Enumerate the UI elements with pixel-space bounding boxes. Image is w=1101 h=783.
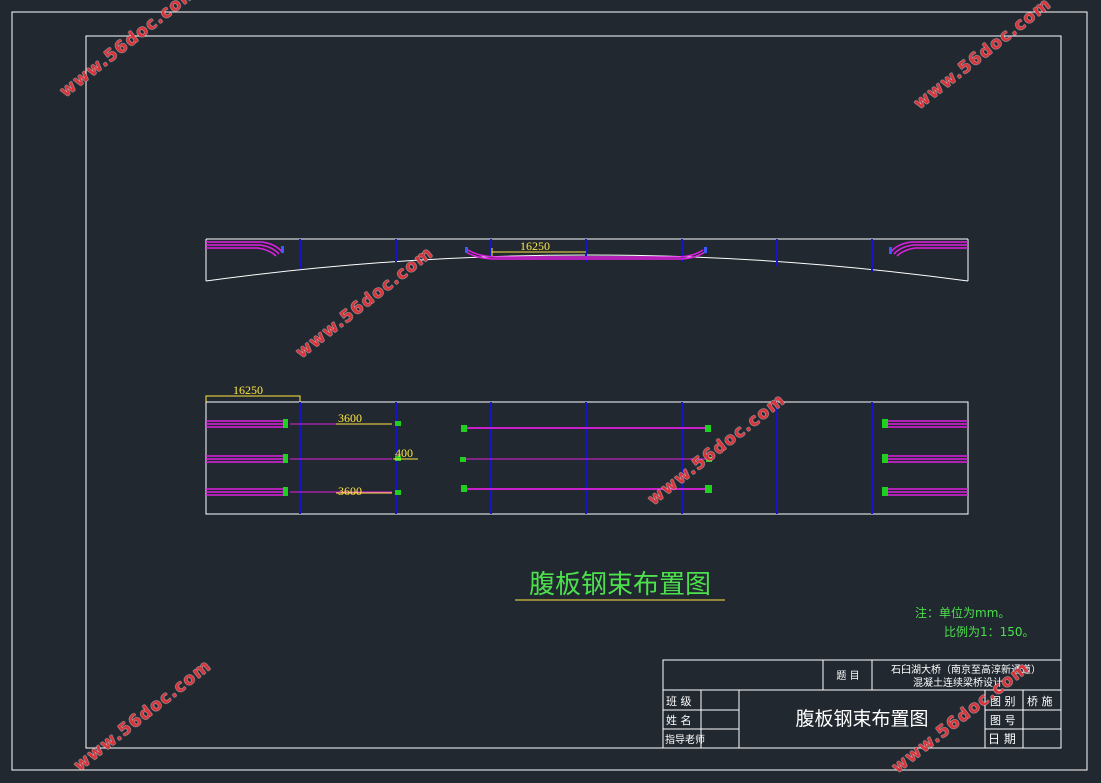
plan-dim-top: 16250: [233, 383, 263, 397]
plan-dim-a: 3600: [338, 411, 362, 425]
topic-line-2: 混凝土连续梁桥设计: [913, 676, 1003, 689]
inner-frame: [85, 35, 1062, 749]
category-value: 桥 施: [1027, 695, 1053, 708]
outer-frame: [11, 11, 1088, 771]
topic-label: 题 目: [836, 670, 859, 682]
date-label: 日 期: [988, 732, 1016, 746]
class-label: 班 级: [666, 695, 692, 708]
plan-dim-c: 3600: [338, 484, 362, 498]
note-line-2: 比例为1：150。: [944, 625, 1035, 639]
category-label: 图 别: [990, 695, 1016, 708]
elevation-view: 16250: [205, 238, 969, 282]
advisor-label: 指导老师: [665, 733, 705, 746]
number-label: 图 号: [990, 714, 1016, 727]
plan-view: 16250: [205, 383, 969, 515]
note-line-1: 注：单位为mm。: [915, 605, 1010, 620]
title-block: [662, 659, 1062, 749]
drawing-title: 腹板钢束布置图: [795, 708, 928, 730]
name-label: 姓 名: [666, 713, 692, 727]
main-title: 腹板钢束布置图: [529, 570, 711, 600]
topic-line-1: 石臼湖大桥（南京至高淳新通道）: [891, 663, 1041, 676]
elevation-dim-label: 16250: [520, 239, 550, 253]
plan-dim-b: 400: [395, 446, 413, 460]
